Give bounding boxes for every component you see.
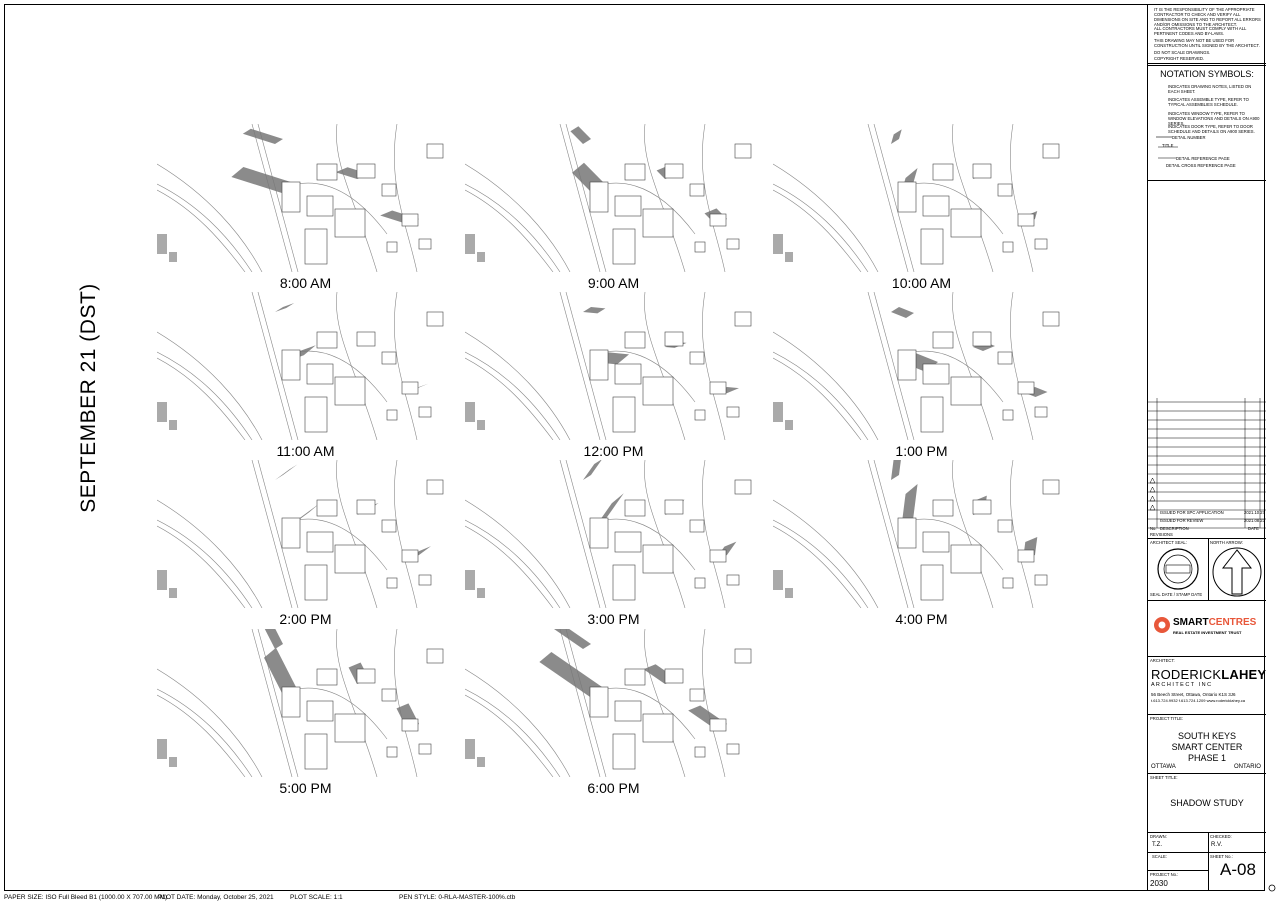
revision-desc: ISSUED FOR SPC APPLICATION	[1160, 510, 1224, 515]
general-note-1: IT IS THE RESPONSIBILITY OF THE APPROPRI…	[1154, 7, 1261, 27]
revision-date: 2021.08.23	[1244, 518, 1265, 523]
architect-contact: t.613.724.9932 f.613.724.1209 www.roderi…	[1151, 698, 1245, 703]
sheet-number: A-08	[1220, 860, 1256, 879]
general-note-4: DO NOT SCALE DRAWINGS.	[1154, 50, 1211, 55]
notation-symbols-icon	[1156, 136, 1178, 159]
shadow-frame-image	[157, 629, 454, 777]
notation-title-label: TITLE	[1162, 143, 1174, 148]
shadow-frame-image	[773, 460, 1070, 608]
seal-label: ARCHITECT SEAL:	[1150, 540, 1187, 545]
project-line-2: SMART CENTER	[1171, 742, 1243, 752]
shadow-frame-time-label: 9:00 AM	[587, 275, 640, 291]
project-no-value: 2030	[1150, 879, 1168, 888]
footer-plot-date: PLOT DATE: Monday, October 25, 2021	[158, 894, 274, 901]
shadow-frame-time-label: 3:00 PM	[587, 611, 640, 627]
smartcentres-logo-icon	[1154, 617, 1170, 633]
notation-title: NOTATION SYMBOLS:	[1160, 69, 1254, 79]
title-block: IT IS THE RESPONSIBILITY OF THE APPROPRI…	[1147, 4, 1266, 891]
revision-col-date: DATE	[1248, 526, 1259, 531]
shadow-frame-image	[465, 124, 762, 272]
notation-detail-number: DETAIL NUMBER	[1172, 135, 1206, 140]
notation-item: INDICATES WINDOW TYPE, REFER TO WINDOW E…	[1168, 111, 1260, 126]
revision-col-no: No.	[1150, 526, 1157, 531]
checked-label: CHECKED:	[1210, 834, 1232, 839]
project-line-1: SOUTH KEYS	[1177, 731, 1236, 741]
shadow-frame-time-label: 12:00 PM	[583, 443, 644, 459]
sheet-edge-marker-icon	[1268, 884, 1276, 892]
architect-subtitle: A R C H I T E C T I N C	[1151, 682, 1212, 688]
client-name-1: SMART	[1173, 617, 1209, 628]
shadow-frame-time-label: 1:00 PM	[895, 443, 948, 459]
revisions-label: REVISIONS	[1150, 532, 1173, 537]
seal-date-label: SEAL DATE / STAMP DATE	[1150, 592, 1203, 597]
footer-pen-style: PEN STYLE: 0-RLA-MASTER-100%.ctb	[399, 894, 516, 901]
shadow-frame-image	[157, 292, 454, 440]
client-name: SMARTCENTRES	[1173, 617, 1256, 628]
revision-col-desc: DESCRIPTION	[1160, 526, 1189, 531]
project-line-3: PHASE 1	[1187, 753, 1227, 763]
notation-item: INDICATES ASSEMBLE TYPE, REFER TO TYPICA…	[1168, 97, 1249, 107]
shadow-frame-image	[773, 292, 1070, 440]
shadow-frame-time-label: 5:00 PM	[279, 780, 332, 796]
shadow-frame-image	[465, 460, 762, 608]
project-title: SOUTH KEYS SMART CENTER PHASE 1	[1148, 731, 1266, 764]
shadow-frame-time-label: 11:00 AM	[276, 443, 335, 459]
checked-value: R.V.	[1211, 842, 1223, 848]
revision-date: 2021.10.27	[1244, 510, 1265, 515]
notation-item: INDICATES DOOR TYPE, REFER TO DOOR SCHED…	[1168, 124, 1255, 134]
architect-address: 56 Beech Street, Ottawa, Ontario K1S 3J6	[1151, 692, 1236, 697]
drawn-label: DRAWN:	[1150, 834, 1167, 839]
project-no-label: PROJECT No.:	[1150, 872, 1179, 877]
architect-name-2: LAHEY	[1221, 667, 1267, 682]
architect-label: ARCHITECT:	[1150, 658, 1175, 663]
client-name-2: CENTRES	[1208, 617, 1257, 628]
notation-detail-cross: DETAIL CROSS REFERENCE PAGE	[1166, 163, 1236, 168]
project-province: ONTARIO	[1234, 764, 1261, 770]
shadow-frame-image	[773, 124, 1070, 272]
north-label: NORTH ARROW:	[1210, 540, 1243, 545]
notation-detail-ref: DETAIL REFERENCE PAGE	[1176, 156, 1230, 161]
notation-item: INDICATES DRAWING NOTES, LISTED ON EACH …	[1168, 84, 1252, 94]
shadow-frame-image	[157, 460, 454, 608]
shadow-frame-time-label: 8:00 AM	[279, 275, 332, 291]
architect-seal-icon	[1157, 548, 1199, 590]
sheet-title: SHADOW STUDY	[1170, 798, 1244, 808]
revisions-grid	[1148, 398, 1266, 529]
client-subtitle: REAL ESTATE INVESTMENT TRUST	[1173, 630, 1242, 635]
shadow-frame-time-label: 4:00 PM	[895, 611, 948, 627]
vertical-sheet-heading: SEPTEMBER 21 (DST)	[77, 283, 100, 513]
shadow-frame-image	[465, 292, 762, 440]
shadow-frame-image	[157, 124, 454, 272]
project-title-label: PROJECT TITLE:	[1150, 716, 1184, 721]
shadow-frame-image	[465, 629, 762, 777]
drawn-value: T.Z.	[1152, 842, 1162, 848]
shadow-frame-time-label: 6:00 PM	[587, 780, 640, 796]
revision-desc: ISSUED FOR REVIEW	[1160, 518, 1204, 523]
shadow-frame-time-label: 10:00 AM	[891, 275, 952, 291]
north-arrow-icon	[1212, 547, 1262, 597]
general-note-3: THIS DRAWING MAY NOT BE USED FOR CONSTRU…	[1154, 38, 1260, 48]
architect-name-1: RODERICK	[1151, 667, 1222, 682]
architect-name: RODERICKLAHEY	[1151, 667, 1266, 682]
scale-label: SCALE:	[1152, 854, 1167, 859]
sheet-no-label: SHEET No.:	[1210, 854, 1233, 859]
general-note-2: ALL CONTRACTORS MUST COMPLY WITH ALL PER…	[1154, 26, 1247, 36]
footer-paper-size: PAPER SIZE: ISO Full Bleed B1 (1000.00 X…	[4, 894, 168, 901]
general-note-5: COPYRIGHT RESERVED.	[1154, 56, 1205, 61]
shadow-frame-time-label: 2:00 PM	[279, 611, 332, 627]
project-city: OTTAWA	[1151, 764, 1176, 770]
sheet-title-label: SHEET TITLE:	[1150, 775, 1178, 780]
drawing-sheet	[4, 4, 1265, 891]
footer-plot-scale: PLOT SCALE: 1:1	[290, 894, 343, 901]
